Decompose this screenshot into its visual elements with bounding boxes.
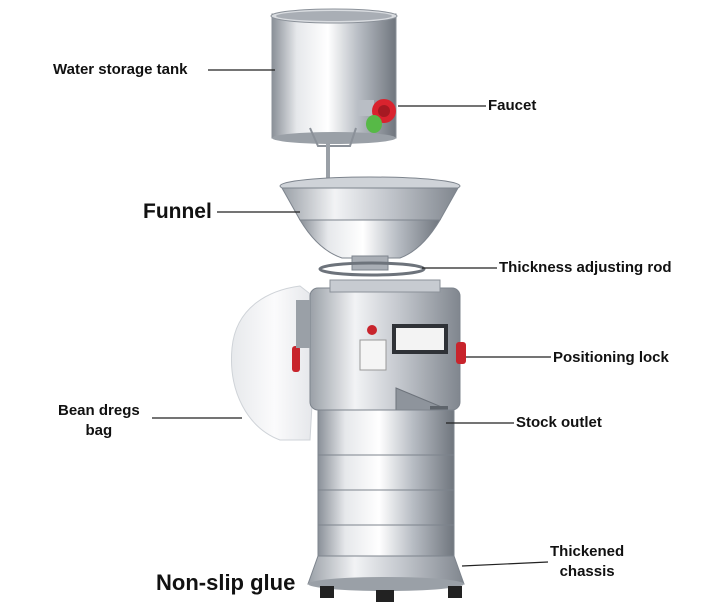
label-water-storage-tank: Water storage tank	[53, 61, 188, 78]
funnel	[279, 176, 461, 271]
label-bean-dregs-bag-line1: Bean dregs	[58, 402, 140, 419]
label-thickness-adjusting-rod: Thickness adjusting rod	[499, 259, 672, 276]
label-positioning-lock: Positioning lock	[553, 349, 669, 366]
non-slip-feet	[320, 586, 462, 602]
label-faucet: Faucet	[488, 97, 537, 114]
faucet-valve	[358, 99, 396, 133]
label-thickened-chassis-line2: chassis	[559, 563, 615, 580]
label-bean-dregs-bag-line2: bag	[85, 422, 113, 439]
leader-lines	[152, 69, 551, 567]
label-bean-dregs-bag: Bean dregs bag	[58, 401, 140, 441]
label-thickened-chassis-line1: Thickened	[550, 543, 625, 560]
thickness-adjusting-rod	[318, 261, 426, 277]
machine-body	[317, 409, 455, 559]
label-stock-outlet: Stock outlet	[516, 414, 602, 431]
label-thickened-chassis: Thickened chassis	[550, 542, 624, 582]
label-funnel: Funnel	[143, 200, 212, 223]
label-non-slip-glue: Non-slip glue	[156, 570, 296, 595]
water-storage-tank	[270, 8, 398, 178]
positioning-lock	[292, 300, 466, 372]
thickened-chassis	[307, 555, 465, 591]
grinding-head	[309, 279, 461, 411]
